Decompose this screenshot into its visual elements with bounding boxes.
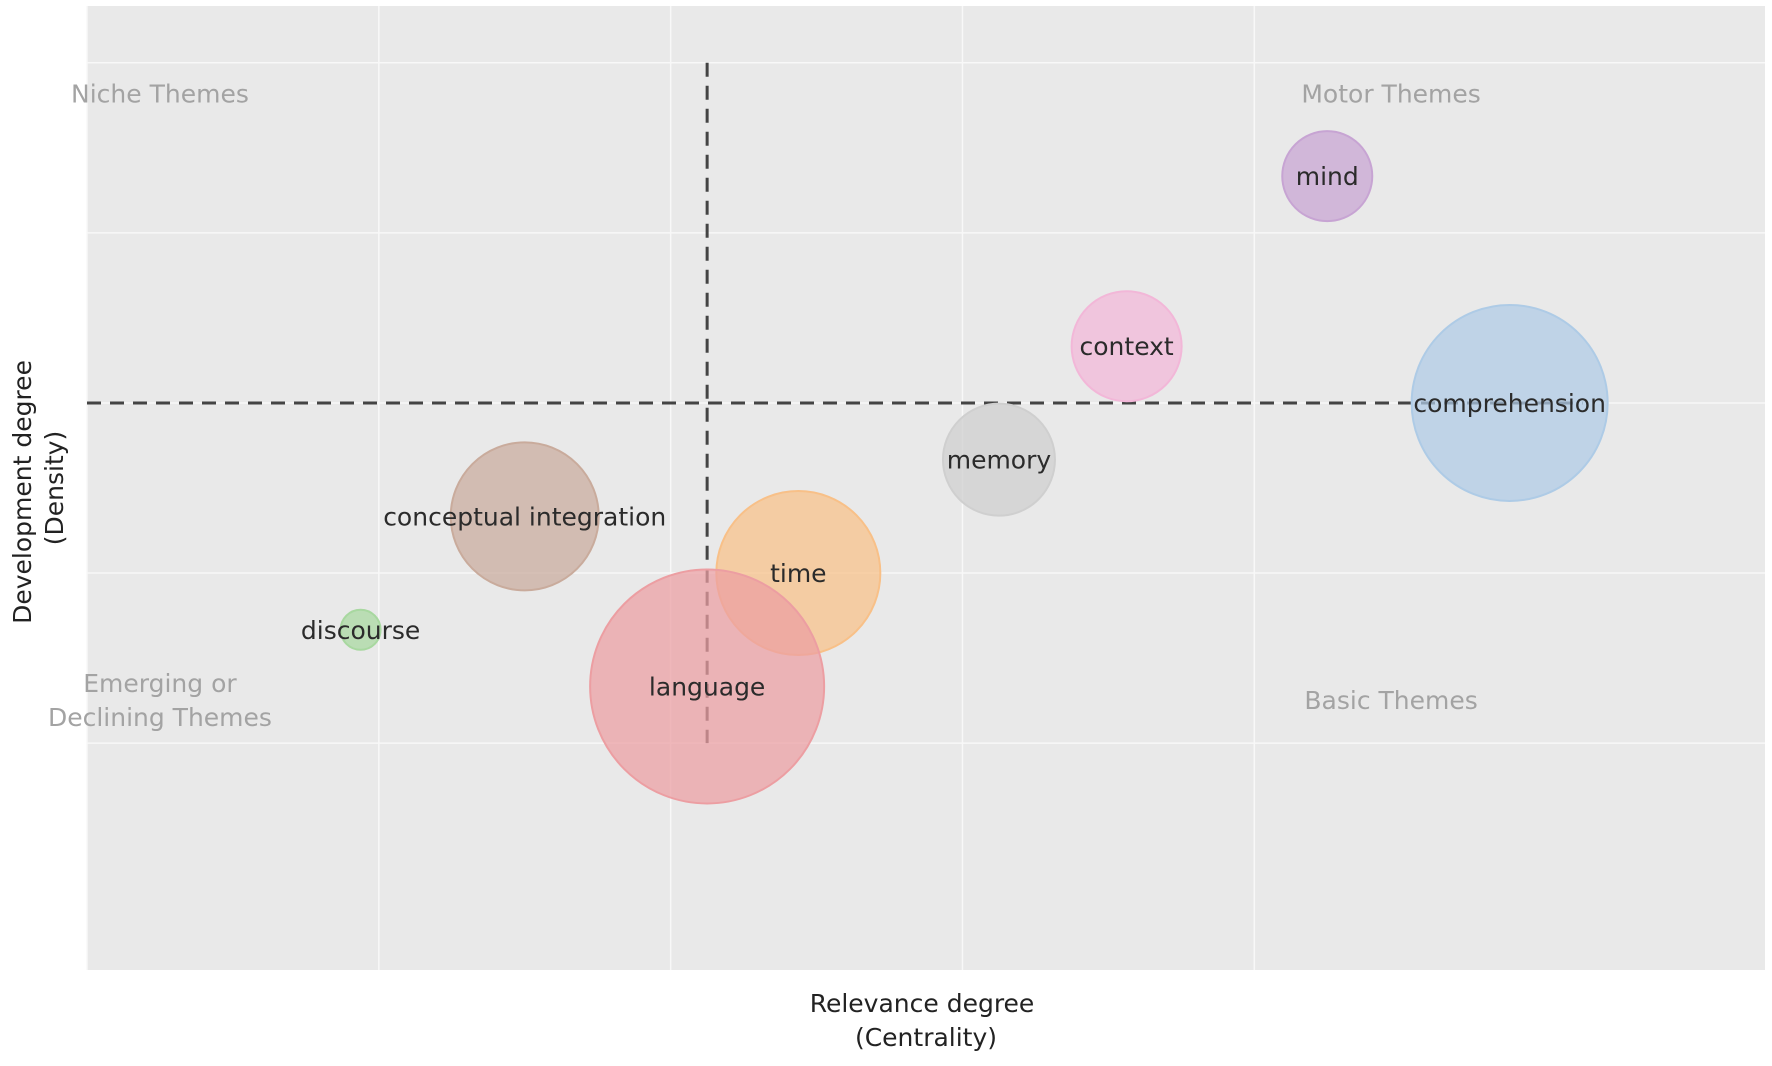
bubble-label-mind: mind [1296, 162, 1359, 191]
quadrant-label-top-left: Niche Themes [71, 79, 249, 108]
x-axis-title: Relevance degree (Centrality) [810, 989, 1043, 1052]
y-axis-title-line-1: Development degree [8, 360, 37, 624]
x-axis-title-line-1: Relevance degree [810, 989, 1035, 1018]
bubble-labels: mind context comprehension memory conceptual… [301, 162, 1606, 701]
bubble-label-memory: memory [947, 446, 1052, 475]
bubble-conceptual-integration [449, 441, 600, 592]
y-axis-title-line-2: (Density) [40, 431, 69, 546]
bubble-label-time: time [770, 559, 826, 588]
bubble-label-comprehension: comprehension [1413, 389, 1606, 418]
x-axis-title-line-2: (Centrality) [855, 1023, 997, 1052]
mean-lines [87, 62, 1583, 744]
y-axis-title: Development degree (Density) [8, 352, 69, 624]
quadrant-label-top-right: Motor Themes [1301, 79, 1480, 108]
bubble-memory [941, 402, 1056, 517]
bubble-context [1070, 290, 1183, 403]
bubble-label-language: language [649, 672, 765, 701]
quadrant-label-bottom-right: Basic Themes [1304, 686, 1477, 715]
bubble-label-discourse: discourse [301, 616, 420, 645]
bubble-language [589, 568, 826, 805]
bubble-label-context: context [1080, 332, 1174, 361]
bubble-discourse [339, 608, 382, 651]
bubble-mind [1281, 130, 1374, 223]
bubble-layer [339, 130, 1609, 805]
bubble-comprehension [1410, 303, 1609, 502]
bubble-label-conceptual-integration: conceptual integration [383, 502, 666, 531]
